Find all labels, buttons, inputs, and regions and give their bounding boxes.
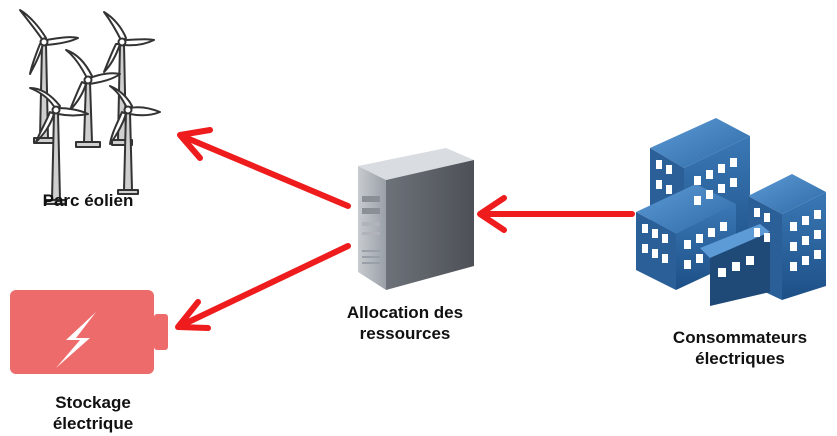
wind-turbines-icon xyxy=(19,9,161,205)
server-icon xyxy=(358,148,474,290)
storage-label: Stockage électrique xyxy=(28,392,158,434)
consumers-label: Consommateurs électriques xyxy=(660,327,820,369)
building-windows xyxy=(642,158,821,277)
buildings-icon xyxy=(636,118,826,306)
wind-turbine xyxy=(109,85,161,195)
wind-turbine xyxy=(19,9,79,144)
wind-farm-label: Parc éolien xyxy=(28,190,148,211)
consumers-label-line1: Consommateurs xyxy=(672,328,808,347)
arrow-allocation-to-storage xyxy=(175,243,351,331)
wind-farm-label-text: Parc éolien xyxy=(42,191,134,210)
allocation-label: Allocation des ressources xyxy=(330,302,480,344)
storage-label-line2: électrique xyxy=(52,414,134,433)
allocation-label-line2: ressources xyxy=(359,324,451,343)
arrow-allocation-to-wind-farm xyxy=(177,127,351,209)
wind-turbine xyxy=(29,87,89,205)
wind-turbine xyxy=(65,49,121,148)
arrow-consumers-to-allocation xyxy=(477,195,635,233)
bolt-icon xyxy=(56,312,96,368)
allocation-label-line1: Allocation des xyxy=(346,303,464,322)
battery-bolt-icon xyxy=(10,290,168,374)
consumers-label-line2: électriques xyxy=(695,349,785,368)
storage-label-line1: Stockage xyxy=(55,393,131,412)
